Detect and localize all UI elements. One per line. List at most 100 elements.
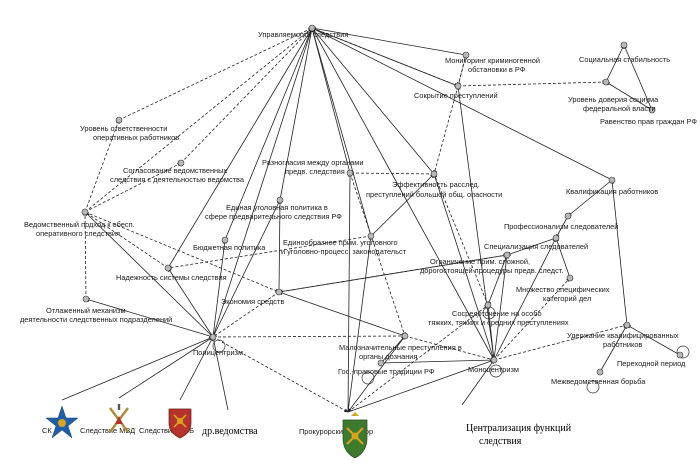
label-soglas-1: Согласование ведомственных — [123, 166, 227, 175]
edge-sk-pol — [61, 336, 214, 401]
sk-emblem-icon — [45, 405, 79, 439]
edge-rav-dov — [605, 81, 653, 111]
label-edinaya-1: Единая уголовная политика в — [226, 203, 328, 212]
label-doverie-2: федеральной власти — [583, 104, 656, 113]
fsb-emblem-icon — [168, 408, 192, 439]
label-vedpodhod-2: оперативного следствия — [36, 229, 120, 238]
label-sokrytie: Сокрытие преступлений — [414, 91, 498, 100]
edge-fsb-pol — [179, 336, 214, 401]
mvd-emblem-icon — [109, 404, 129, 433]
label-malozn-1: Малозначительные преступления в — [339, 343, 462, 352]
loop-gos — [361, 371, 375, 385]
label-sosredot-1: Сосредоточение на особо — [452, 309, 542, 318]
label-profession: Профессионализм следователей — [504, 222, 618, 231]
edge-mal-mono — [404, 335, 495, 361]
label-raznoglas-1: Разногласия между органами — [262, 158, 364, 167]
label-effekt-1: Эффективность расслед. — [392, 180, 480, 189]
edge-sog-upr — [180, 27, 313, 164]
edge-gos-mal — [380, 335, 406, 364]
edge-pro-mono — [347, 359, 495, 413]
edge-eko-edi — [277, 199, 282, 293]
label-ogranich-2: дорогостоящей процедуры предв. следст. — [420, 266, 563, 275]
edge-raz-mal — [349, 172, 406, 337]
edge-ude-kval — [610, 179, 628, 326]
label-ogranich-1: Ограничение прим. сложной, — [430, 257, 530, 266]
node-sok — [454, 82, 462, 90]
edge-drv-pol — [211, 336, 229, 411]
edge-edn-eff — [370, 173, 435, 237]
label-budget: Бюджетная политика — [193, 243, 266, 252]
edge-mon-sok — [456, 54, 467, 87]
edge-eko-pol — [212, 291, 280, 338]
label-otvetstv-2: оперативных работников — [93, 133, 179, 142]
edge-mono-sok — [456, 85, 495, 361]
edge-rav-soc — [623, 44, 653, 111]
label-uderzh-1: Удержание квалифицированных — [567, 331, 679, 340]
node-mez — [596, 368, 604, 376]
label-mnozh-2: категорий дел — [543, 294, 591, 303]
edge-sok-dov — [457, 80, 607, 87]
node-upr — [308, 24, 316, 32]
edge-mono-ude — [493, 323, 628, 361]
node-sog — [177, 159, 185, 167]
node-raz — [346, 169, 354, 177]
edge-pro-edn — [347, 235, 373, 413]
edge-spec-ogr — [506, 237, 557, 256]
label-edinoobr-1: Единообразное прим. уголовного — [283, 238, 398, 247]
node-gos — [377, 359, 385, 367]
edge-edi-upr — [279, 27, 314, 201]
edge-pol-pro — [212, 336, 349, 413]
label-mnozh-1: Множество специфических — [516, 285, 610, 294]
edge-bud-upr — [224, 27, 313, 241]
edge-pol-bud — [212, 239, 227, 338]
label-otvetstv-1: Уровень ответственности — [80, 124, 167, 133]
loop-per — [676, 345, 690, 359]
node-pol — [209, 333, 217, 341]
node-ude — [623, 321, 631, 329]
label-monocentrizm: Моноцентризм — [468, 365, 519, 374]
edge-edn-nad — [167, 235, 372, 270]
node-mal — [401, 332, 409, 340]
label-gos-trad: Гос.-правовые традиции РФ — [338, 367, 435, 376]
label-effekt-2: преступлений большой общ. опасности — [366, 190, 502, 199]
node-soc — [620, 41, 628, 49]
edge-mno-spec — [555, 237, 571, 279]
edge-mon-upr — [311, 26, 467, 56]
label-soglas-2: следствия с деятельностью ведомства — [110, 175, 245, 184]
edge-mez-ude — [599, 324, 628, 373]
edge-kval-prof — [567, 179, 613, 217]
node-edi — [276, 196, 284, 204]
label-special: Специализация следователей — [484, 242, 588, 251]
label-upravlyaemost: Управляемость следствия — [258, 30, 348, 39]
node-otl — [82, 295, 90, 303]
edge-mono-ogr — [493, 254, 509, 361]
node-per — [676, 351, 684, 359]
label-social-stab: Социальная стабильность — [579, 55, 670, 64]
edge-raz-upr — [310, 27, 351, 174]
edge-mal-eko — [278, 291, 406, 337]
edge-otl-ved — [83, 211, 88, 300]
edge-pro-sos — [347, 304, 489, 413]
edge-pol-upr — [212, 27, 313, 338]
label-raznoglas-2: предв. следствия — [285, 167, 345, 176]
label-fsb: Следствие ФСБ — [139, 426, 194, 435]
nodes-group — [81, 24, 684, 376]
label-kvalif: Квалификация работников — [566, 187, 658, 196]
edge-pol-ved — [84, 211, 214, 338]
edge-ved-otv — [84, 119, 120, 213]
label-central-1: Централизация функций — [466, 423, 572, 434]
edge-mvd-pol — [118, 336, 214, 399]
label-sosredot-2: тяжких, тяжких и средних преступлениях — [428, 318, 569, 327]
label-ekonomiya: Экономия средств — [221, 297, 284, 306]
label-edinaya-2: сфере предварительного следствия РФ — [205, 212, 342, 221]
edge-prof-spec — [555, 215, 569, 239]
edge-pol-mal — [212, 334, 406, 339]
edge-nad-upr — [167, 27, 313, 269]
label-policentrizm: Полицентризм — [193, 348, 243, 357]
edge-ogr-eko — [278, 254, 508, 294]
label-nadezh: Надежность системы следствия — [116, 273, 227, 282]
node-nad — [164, 264, 172, 272]
node-mno — [566, 274, 574, 282]
